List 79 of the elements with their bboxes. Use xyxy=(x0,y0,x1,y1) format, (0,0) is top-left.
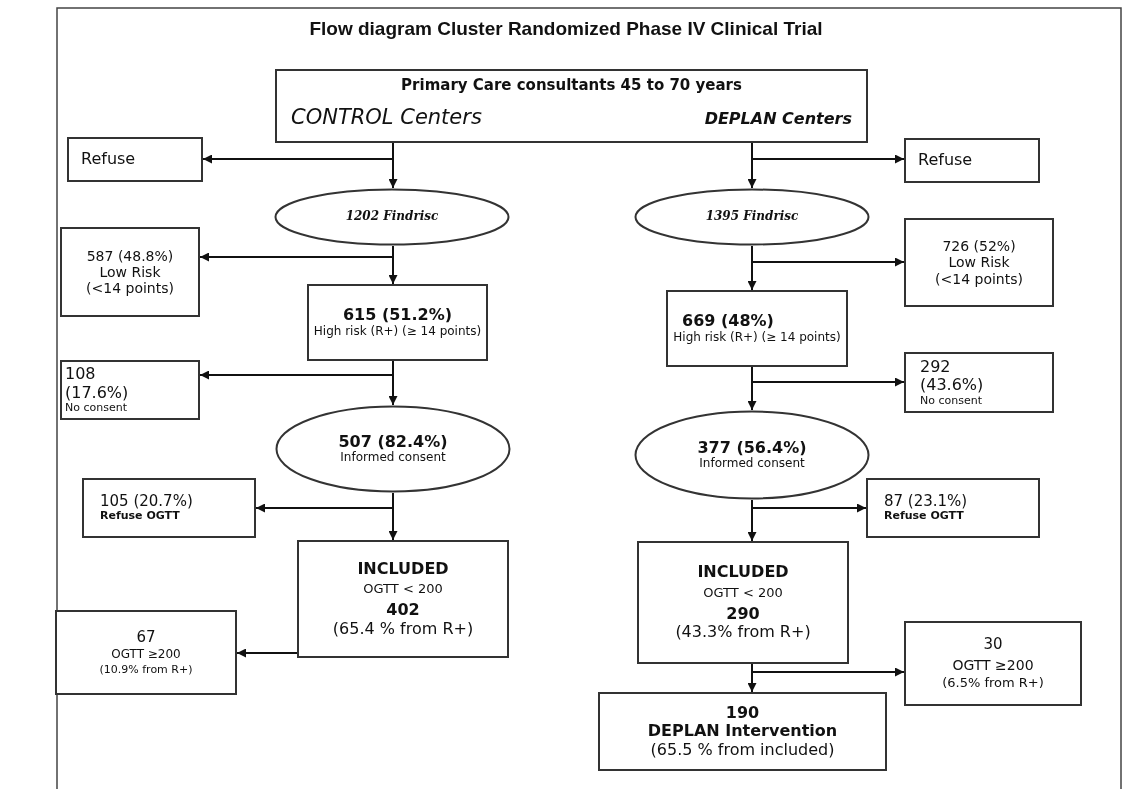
process-box xyxy=(307,284,488,361)
node-text: Informed consent xyxy=(699,457,805,472)
node-text: (17.6%) xyxy=(65,383,129,403)
arrow xyxy=(747,366,757,411)
process-box xyxy=(275,69,868,143)
node-text: DEPLAN Centers xyxy=(704,110,852,129)
node-text: No consent xyxy=(920,394,982,408)
process-box xyxy=(637,541,849,664)
arrow xyxy=(388,360,398,406)
node-text: 402 xyxy=(386,601,420,620)
process-box xyxy=(55,610,237,695)
process-box xyxy=(82,478,256,538)
node-text: 190 xyxy=(725,703,760,723)
node-text: 87 (23.1%) xyxy=(884,493,968,511)
arrow xyxy=(388,492,398,541)
ellipse-node xyxy=(634,188,870,246)
node-text: (65.5 % from included) xyxy=(650,740,835,760)
node-text: 587 (48.8%) xyxy=(86,247,174,264)
ellipse-node xyxy=(275,405,511,493)
node-text: 1395 Findrisc xyxy=(705,210,799,224)
node-text: (65.4 % from R+) xyxy=(332,619,474,639)
node-text: 67 xyxy=(136,628,156,646)
node-text: 1202 Findrisc xyxy=(345,210,439,224)
node-text: 507 (82.4%) xyxy=(338,432,448,451)
node-text: 669 (48%) xyxy=(682,312,774,331)
node-text: (<14 points) xyxy=(935,270,1023,287)
node-text: (6.5% from R+) xyxy=(942,675,1044,691)
node-text: (43.3% from R+) xyxy=(675,623,811,642)
diagram-title: Flow diagram Cluster Randomized Phase IV Clinical Trial xyxy=(308,18,824,40)
node-text: Low Risk xyxy=(948,254,1010,271)
process-box xyxy=(60,360,200,420)
node-text: 30 xyxy=(983,636,1003,654)
node-text: High risk (R+) (≥ 14 points) xyxy=(673,330,841,345)
node-text: INCLUDED xyxy=(357,559,449,579)
node-text: (10.9% from R+) xyxy=(99,663,193,677)
node-text: 105 (20.7%) xyxy=(100,493,193,511)
process-box xyxy=(60,227,200,317)
ellipse-node xyxy=(274,188,510,246)
arrow xyxy=(747,663,757,693)
process-box xyxy=(904,138,1040,183)
node-text: CONTROL Centers xyxy=(291,105,482,130)
node-text: (43.6%) xyxy=(920,376,984,395)
arrow xyxy=(747,499,757,542)
arrow xyxy=(747,142,757,189)
node-text: 615 (51.2%) xyxy=(342,306,453,325)
ellipse-node xyxy=(634,410,870,500)
arrow xyxy=(747,245,757,291)
process-box xyxy=(666,290,848,367)
node-text: Refuse xyxy=(81,150,136,169)
node-text: OGTT < 200 xyxy=(363,582,443,598)
node-text: Refuse OGTT xyxy=(100,510,180,523)
node-text: Refuse OGTT xyxy=(884,510,964,523)
process-box xyxy=(67,137,203,182)
node-text: 726 (52%) xyxy=(942,238,1016,255)
node-text: 292 xyxy=(920,357,951,377)
arrow xyxy=(236,648,298,658)
node-text: High risk (R+) (≥ 14 points) xyxy=(313,324,482,339)
node-text: Informed consent xyxy=(340,451,446,466)
process-box xyxy=(904,621,1082,706)
node-text: 377 (56.4%) xyxy=(697,438,807,457)
node-text: OGTT ≥200 xyxy=(111,647,181,662)
node-text: OGTT ≥200 xyxy=(952,656,1034,673)
node-text: No consent xyxy=(65,402,127,415)
process-box xyxy=(598,692,887,771)
node-text: Refuse xyxy=(918,151,973,170)
process-box xyxy=(904,352,1054,413)
node-text: 108 xyxy=(65,365,96,384)
node-text: 290 xyxy=(726,604,760,624)
process-box xyxy=(297,540,509,658)
node-text: Low Risk xyxy=(99,263,161,281)
node-text: DEPLAN Intervention xyxy=(647,722,838,741)
arrow xyxy=(388,245,398,285)
node-text: INCLUDED xyxy=(697,563,789,582)
process-box xyxy=(866,478,1040,538)
process-box xyxy=(904,218,1054,307)
arrow xyxy=(388,142,398,189)
node-text: (<14 points) xyxy=(86,280,174,297)
node-text: Primary Care consultants 45 to 70 years xyxy=(400,77,743,95)
node-text: OGTT < 200 xyxy=(703,585,783,601)
